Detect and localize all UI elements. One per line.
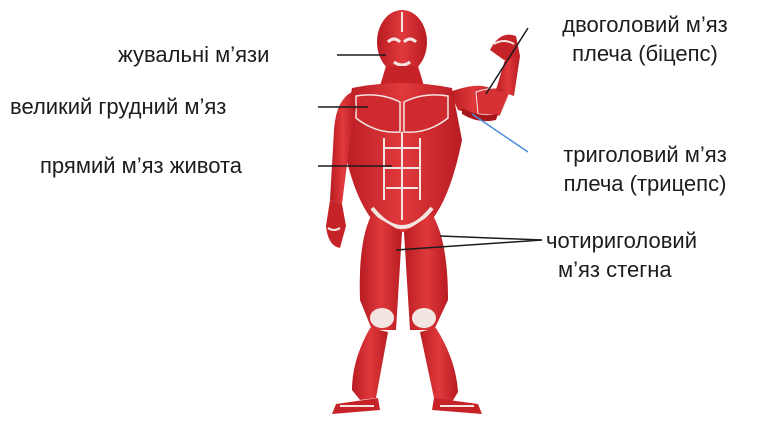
label-quadriceps-line2: м’яз стегна	[546, 255, 697, 284]
label-quadriceps: чотириголовий м’яз стегна	[546, 226, 697, 284]
label-quadriceps-line1: чотириголовий	[546, 226, 697, 255]
leader-quadriceps-1	[396, 240, 542, 250]
leader-biceps	[486, 28, 528, 94]
leader-quadriceps-2	[440, 236, 542, 240]
label-biceps: двоголовий м’яз плеча (біцепс)	[534, 10, 756, 68]
label-biceps-line2: плеча (біцепс)	[534, 39, 756, 68]
label-chewing-muscles: жувальні м’язи	[118, 40, 269, 69]
label-triceps-line1: триголовий м’яз	[530, 140, 760, 169]
leader-triceps	[472, 114, 528, 152]
label-triceps-line2: плеча (трицепс)	[530, 169, 760, 198]
label-biceps-line1: двоголовий м’яз	[534, 10, 756, 39]
label-pectoral-muscle: великий грудний м’яз	[10, 92, 226, 121]
label-triceps: триголовий м’яз плеча (трицепс)	[530, 140, 760, 198]
label-rectus-abdominis: прямий м’яз живота	[40, 151, 242, 180]
